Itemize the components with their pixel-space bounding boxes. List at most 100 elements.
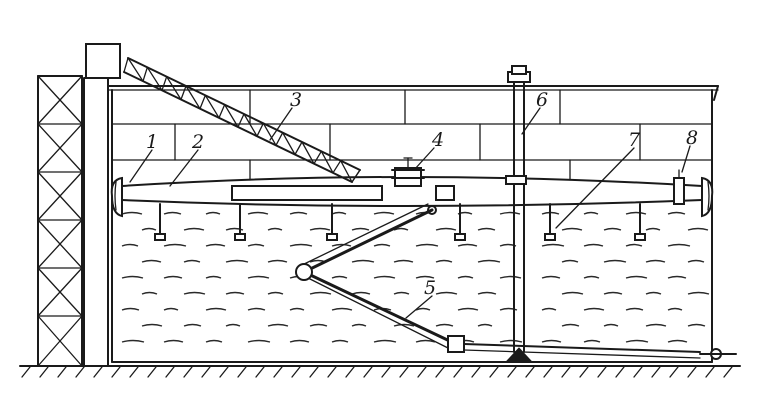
ground-hatch-line xyxy=(21,366,31,378)
water-wave xyxy=(267,323,289,327)
ground-hatch-line xyxy=(525,366,535,378)
ground-hatch-line xyxy=(255,366,265,378)
water-wave xyxy=(457,243,478,247)
water-wave xyxy=(121,275,144,279)
water-wave xyxy=(415,339,436,343)
ladder-truss-member xyxy=(275,132,284,146)
ladder-truss-member xyxy=(218,104,226,119)
roof-leg-pad xyxy=(234,233,246,241)
water-wave xyxy=(667,307,683,311)
label-8: 8 xyxy=(686,127,698,149)
water-wave xyxy=(121,211,143,215)
water-wave xyxy=(141,259,162,263)
water-wave xyxy=(205,211,221,215)
tank xyxy=(107,85,719,363)
water-wave xyxy=(499,275,522,279)
water-wave xyxy=(289,211,308,215)
water-wave xyxy=(393,323,415,327)
water-wave xyxy=(163,211,182,215)
water-wave xyxy=(499,339,523,343)
water-wave xyxy=(687,259,705,263)
water-wave xyxy=(477,259,501,263)
water-wave xyxy=(289,307,305,311)
drive-housing xyxy=(85,43,121,79)
water-wave xyxy=(393,227,409,231)
ladder-truss-member xyxy=(166,76,182,101)
water-wave xyxy=(477,323,493,327)
water-wave xyxy=(583,339,601,343)
water-wave xyxy=(687,227,709,231)
tower-brace xyxy=(37,315,83,367)
water-wave xyxy=(267,291,284,295)
label-7: 7 xyxy=(628,129,641,151)
vent-8 xyxy=(673,169,685,205)
water-wave xyxy=(373,339,397,343)
water-wave xyxy=(247,307,266,311)
ground-hatch-line xyxy=(111,366,121,378)
ground-hatch-line xyxy=(633,366,643,378)
ground-hatch-line xyxy=(309,366,319,378)
water-wave xyxy=(457,307,479,311)
ground-hatch-line xyxy=(417,366,427,378)
ground-hatch-line xyxy=(651,366,661,378)
water-surface xyxy=(121,211,710,343)
ladder-truss-member xyxy=(180,85,187,101)
ladder-truss-member xyxy=(146,66,163,91)
ground-hatch-line xyxy=(57,366,67,378)
ladder-truss-member xyxy=(294,141,303,156)
ground-hatch-line xyxy=(201,366,211,378)
water-wave xyxy=(541,243,565,247)
water-wave xyxy=(289,243,313,247)
water-wave xyxy=(373,275,396,279)
water-wave xyxy=(625,339,649,343)
roof-leg-pad xyxy=(154,233,166,241)
ground-hatch-line xyxy=(291,366,301,378)
water-wave xyxy=(183,291,206,295)
water-wave xyxy=(205,339,223,343)
water-wave xyxy=(121,339,145,343)
water-wave xyxy=(121,243,139,247)
water-wave xyxy=(163,275,183,279)
ladder-truss-member xyxy=(340,160,353,183)
rolling-ladder xyxy=(123,57,361,183)
water-wave xyxy=(667,339,688,343)
water-wave xyxy=(561,227,583,231)
water-wave xyxy=(247,211,269,215)
water-wave xyxy=(541,307,557,311)
ground-hatch-line xyxy=(129,366,139,378)
water-wave xyxy=(163,243,187,247)
water-wave xyxy=(625,243,643,247)
water-wave xyxy=(331,211,347,215)
ground-hatch-line xyxy=(705,366,715,378)
ground-hatch-line xyxy=(399,366,409,378)
ground-hatch-line xyxy=(561,366,571,378)
water-wave xyxy=(645,291,662,295)
ladder-truss-member xyxy=(161,76,168,91)
label-3: 3 xyxy=(290,89,302,111)
ground-hatch-line xyxy=(183,366,193,378)
water-wave xyxy=(667,275,687,279)
label-5: 5 xyxy=(424,277,436,299)
ground-hatch-line xyxy=(327,366,337,378)
water-wave xyxy=(583,243,604,247)
pipe-swivel-joint xyxy=(295,263,313,281)
ground-hatch-line xyxy=(543,366,553,378)
water-wave xyxy=(477,227,496,231)
water-wave xyxy=(247,275,270,279)
water-wave xyxy=(561,291,584,295)
seal-left xyxy=(110,176,123,218)
water-wave xyxy=(309,291,332,295)
water-wave xyxy=(205,275,222,279)
ladder-truss-member xyxy=(320,150,334,174)
water-wave xyxy=(289,339,310,343)
water-wave xyxy=(583,211,599,215)
ladder-truss-member xyxy=(204,94,220,119)
water-wave xyxy=(499,211,521,215)
leader-lines xyxy=(129,107,691,319)
wall-courses xyxy=(111,89,713,181)
water-wave xyxy=(499,307,518,311)
water-wave xyxy=(351,291,371,295)
ladder-truss-member xyxy=(243,113,258,137)
water-wave xyxy=(247,339,271,343)
water-wave xyxy=(163,307,179,311)
